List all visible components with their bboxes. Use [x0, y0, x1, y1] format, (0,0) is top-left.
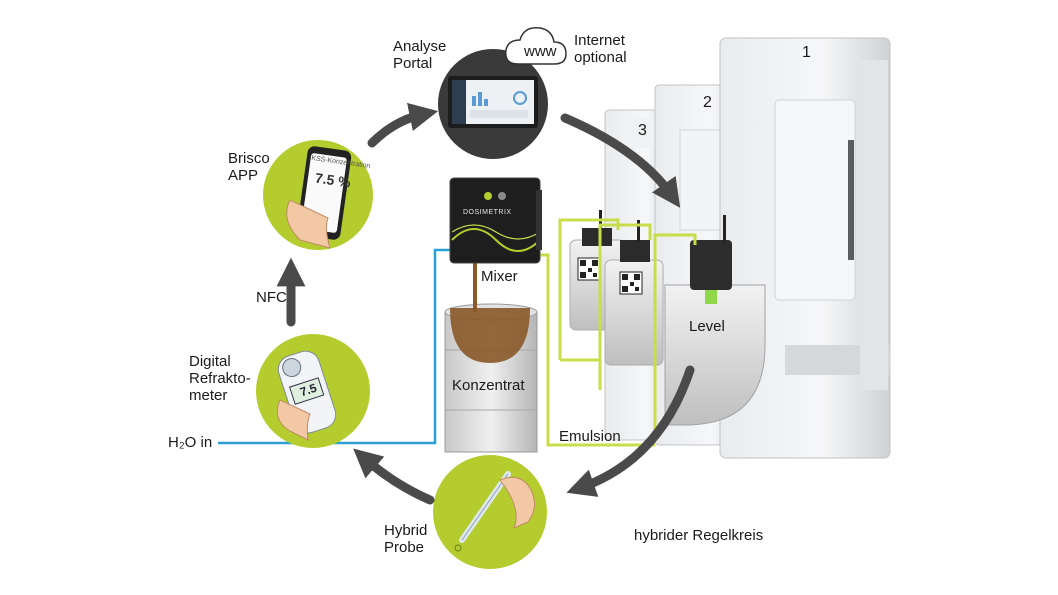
emulsion-label: Emulsion	[559, 428, 621, 445]
machine-number-1: 1	[802, 44, 811, 61]
brisco-app-circle	[263, 140, 373, 250]
hybrid-probe-circle	[433, 455, 547, 569]
phone-reading-unit: %	[337, 172, 352, 191]
arrow-app-to-portal	[367, 102, 439, 148]
machine-number-3: 3	[638, 122, 647, 139]
qr-code-tank-2	[619, 271, 643, 295]
mixer-brand-text: DOSIMETRIX	[463, 209, 512, 216]
emulsion-pipes	[540, 218, 697, 447]
arrow-probe-to-refractometer	[353, 448, 435, 505]
machine-number-2: 2	[703, 94, 712, 111]
arrow-portal-to-machines	[560, 113, 681, 208]
konzentrat-label: Konzentrat	[452, 377, 525, 394]
mixer-label: Mixer	[481, 268, 518, 285]
refractometer-circle	[256, 334, 370, 448]
cloud-icon	[505, 27, 567, 65]
arrow-level-to-probe	[566, 365, 695, 497]
analyse-portal-circle	[438, 49, 548, 159]
h2o-in-label: H₂O in	[168, 434, 213, 451]
nfc-label: NFC	[256, 289, 287, 306]
phone-reading-value: 7.5	[314, 169, 336, 189]
digital-refraktometer-label: Digital Refrakto- meter	[189, 353, 251, 404]
internet-optional-label: Internet optional	[574, 32, 627, 66]
mixer-device	[449, 177, 542, 264]
tank-1	[664, 215, 766, 426]
analyse-portal-label: Analyse Portal	[393, 38, 447, 72]
qr-code-tank-3	[577, 257, 601, 281]
hybrider-regelkreis-label: hybrider Regelkreis	[634, 527, 764, 544]
hybrid-probe-label: Hybrid Probe	[384, 522, 428, 556]
www-label: www	[524, 43, 557, 60]
cycle-arrows	[276, 102, 695, 505]
concentrate-drum	[444, 303, 538, 453]
level-label: Level	[689, 318, 725, 335]
brisco-app-label: Brisco APP	[228, 150, 270, 184]
